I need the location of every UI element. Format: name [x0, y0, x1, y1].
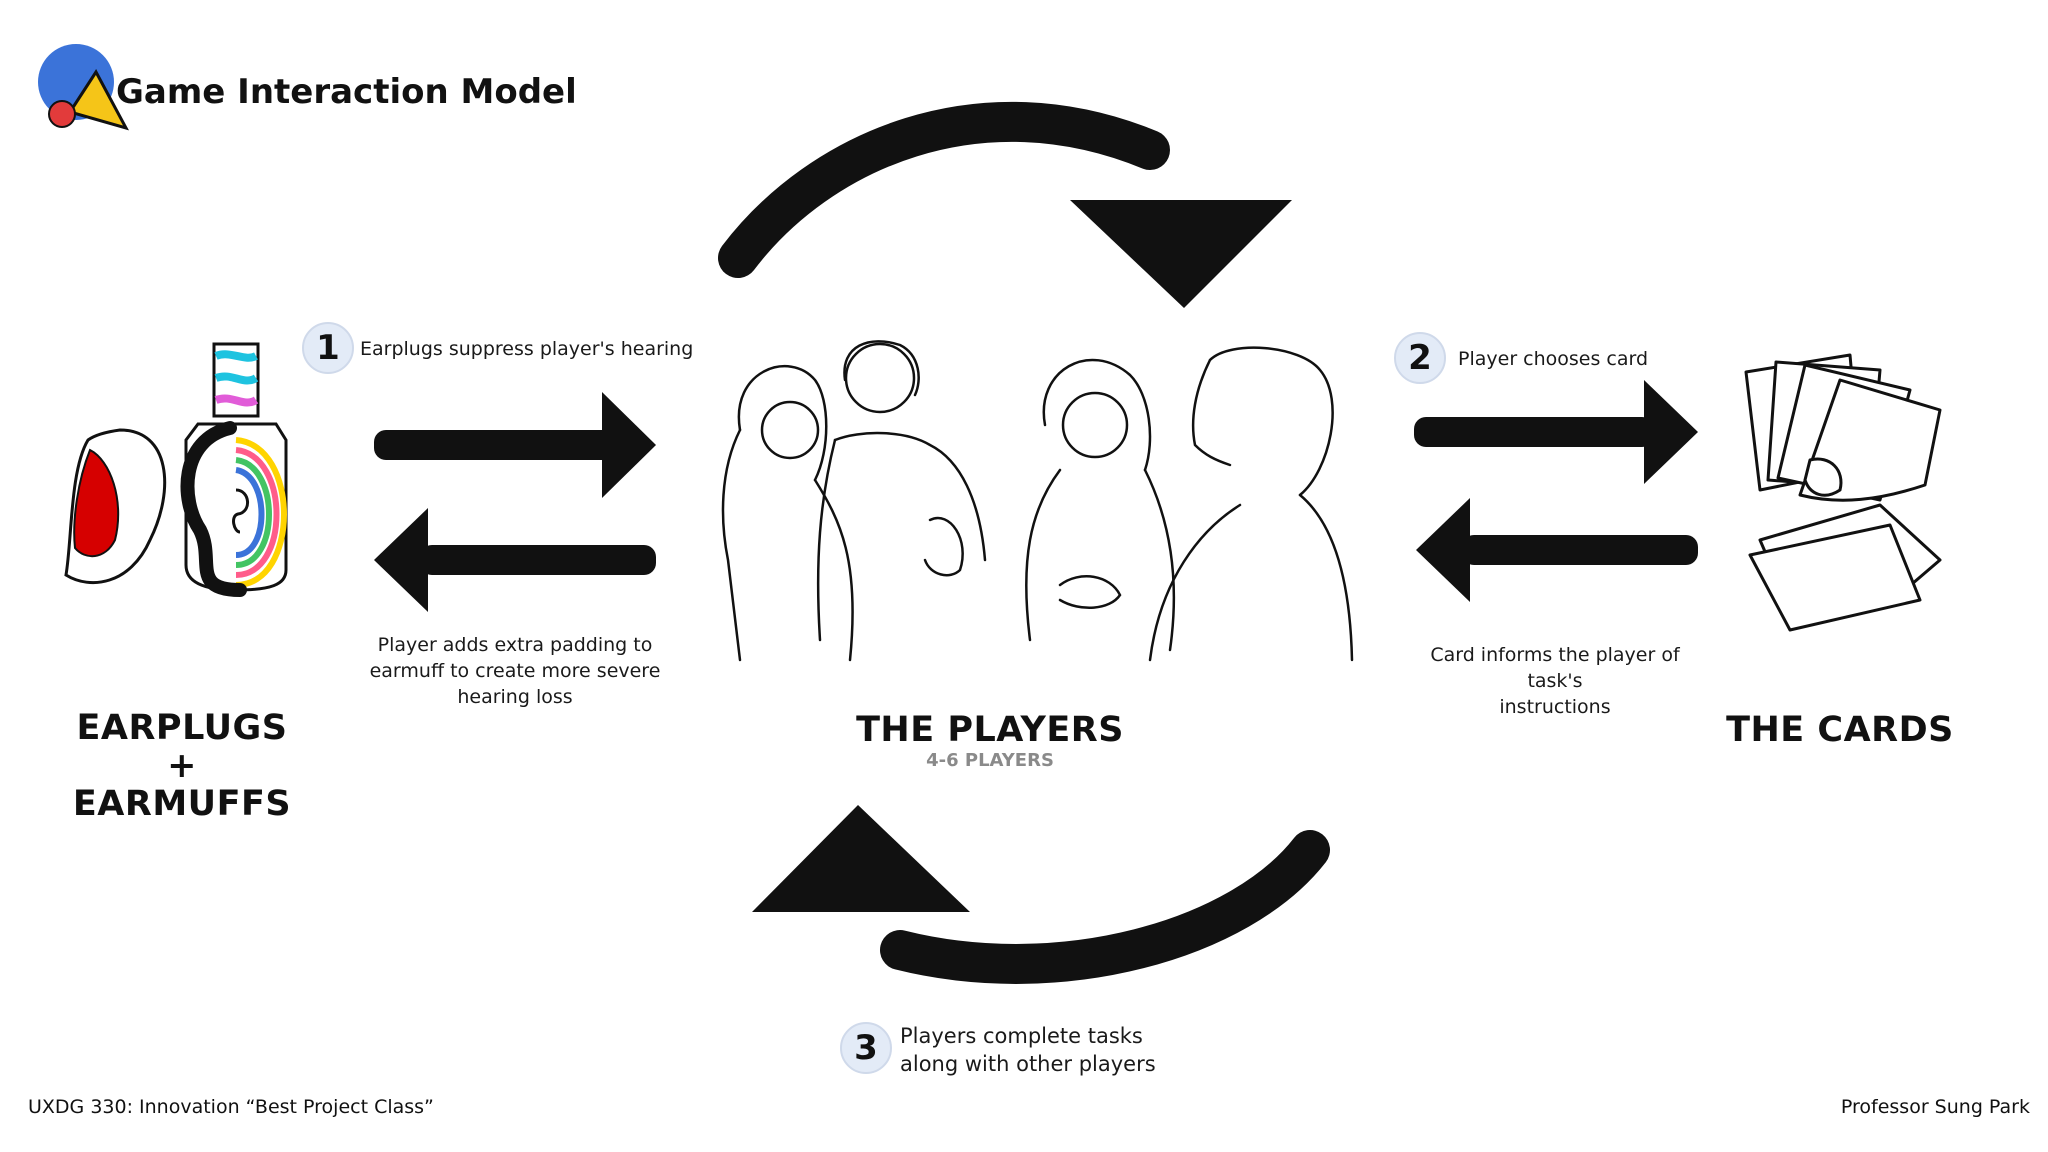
arrow-left-1: [374, 508, 656, 612]
bottom-curved-arrow: [752, 805, 1330, 984]
earplugs-label-line2: EARMUFFS: [72, 784, 292, 824]
earmuff-return-caption: Player adds extra padding to earmuff to …: [350, 632, 680, 710]
step-caption-2: Player chooses card: [1458, 348, 1649, 370]
step-caption-3: Players complete tasks along with other …: [900, 1022, 1156, 1078]
earmuff-caption-line2: earmuff to create more severe: [369, 660, 661, 682]
arrow-right-2: [1414, 380, 1698, 484]
footer-course: UXDG 330: Innovation “Best Project Class…: [28, 1096, 434, 1118]
arrow-left-2: [1416, 498, 1698, 602]
earmuff-caption-line3: hearing loss: [457, 686, 573, 708]
step-caption-3-line2: along with other players: [900, 1052, 1156, 1076]
step-badge-3: 3: [840, 1022, 892, 1074]
top-curved-arrow: [718, 101, 1292, 308]
cards-label: THE CARDS: [1726, 710, 1954, 750]
footer-professor: Professor Sung Park: [1840, 1096, 2030, 1118]
step-caption-3-line1: Players complete tasks: [900, 1024, 1143, 1048]
step-badge-1: 1: [302, 322, 354, 374]
players-sub-label: 4-6 PLAYERS: [926, 750, 1054, 771]
card-return-caption: Card informs the player of task's instru…: [1400, 642, 1710, 720]
page-title: Game Interaction Model: [116, 72, 577, 112]
step-caption-1: Earplugs suppress player's hearing: [360, 338, 694, 360]
earplugs-label-line1: EARPLUGS: [76, 708, 288, 748]
arrow-right-1: [374, 392, 656, 498]
step-badge-2: 2: [1394, 332, 1446, 384]
card-caption-line2: instructions: [1499, 696, 1611, 718]
card-caption-line1: Card informs the player of task's: [1430, 644, 1680, 692]
earmuff-caption-line1: Player adds extra padding to: [377, 634, 653, 656]
players-label: THE PLAYERS: [856, 710, 1124, 750]
earplugs-label-plus: +: [167, 746, 197, 786]
players-label-group: THE PLAYERS 4-6 PLAYERS: [840, 710, 1140, 771]
earplugs-label: EARPLUGS + EARMUFFS: [62, 708, 302, 824]
